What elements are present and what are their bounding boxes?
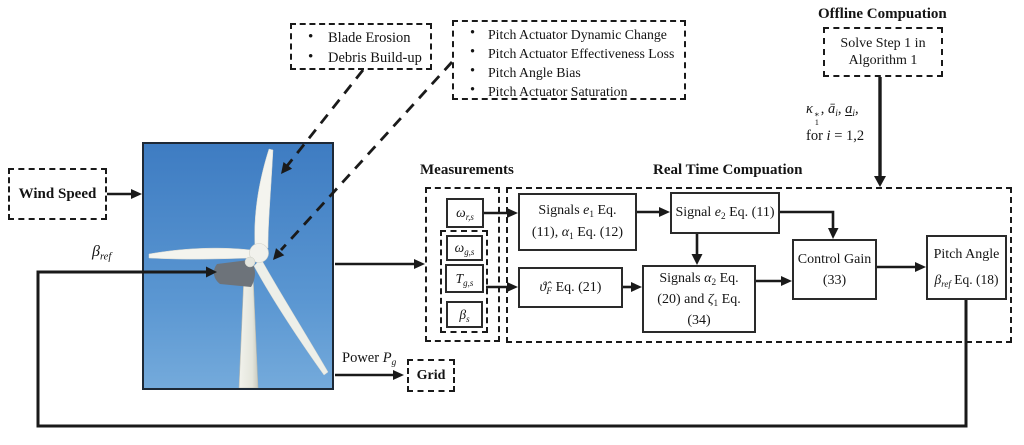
turbine-nose-cone (244, 256, 256, 268)
grid-box: Grid (407, 359, 455, 392)
signal-label: Tg,s (455, 270, 474, 288)
arrow-e2-to-controlgain (780, 210, 835, 228)
dashed-line-pitch-faults (279, 61, 454, 251)
solve-step-box: Solve Step 1 in Algorithm 1 (823, 27, 943, 77)
arrowhead (659, 207, 670, 217)
arrowhead (507, 208, 518, 218)
feedback-line-beta-ref (36, 270, 968, 428)
fault-item: Pitch Actuator Dynamic Change (454, 24, 684, 44)
solve-step-line: Algorithm 1 (848, 53, 918, 68)
box-line: (34) (687, 312, 711, 328)
box-line: (20) and ζ1 Eq. (657, 291, 741, 308)
fault-item: Blade Erosion (292, 27, 430, 48)
beta-ref-label: βref (92, 243, 112, 263)
arrowhead (393, 370, 404, 380)
measurements-header: Measurements (420, 162, 514, 178)
arrowhead-dashed (273, 248, 285, 260)
fault-item: Pitch Actuator Saturation (454, 81, 684, 101)
wind-speed-label: Wind Speed (18, 185, 97, 202)
arrowhead (131, 189, 142, 199)
box-signal-e2: Signal e2 Eq. (11) (670, 192, 780, 234)
arrowhead (414, 259, 425, 269)
box-line: ϑ̂F Eq. (21) (539, 279, 602, 296)
signal-label: ωr,s (456, 205, 474, 222)
arrowhead-dashed (281, 162, 293, 174)
box-line: Signals e1 Eq. (538, 203, 617, 219)
arrowhead (507, 282, 518, 292)
box-t-gs: Tg,s (445, 264, 484, 293)
box-theta-f: ϑ̂F Eq. (21) (518, 267, 623, 308)
box-control-gain: Control Gain (33) (792, 239, 877, 300)
arrowhead (915, 262, 926, 272)
arrowhead (206, 266, 217, 278)
wind-speed-box: Wind Speed (8, 168, 107, 220)
box-line: βref Eq. (18) (934, 272, 999, 290)
realtime-header: Real Time Compuation (653, 162, 803, 178)
arrowhead (828, 228, 839, 239)
box-signals-alpha2: Signals α2 Eq. (20) and ζ1 Eq. (34) (642, 265, 756, 333)
fault-item: Debris Build-up (292, 47, 430, 68)
grid-label: Grid (416, 367, 446, 383)
turbine-blade-up (254, 148, 274, 249)
offline-params-label: κ∗1, āi, ai, for i = 1,2 (806, 100, 864, 146)
power-label: Power Pg (342, 350, 397, 369)
arrowhead (874, 176, 886, 187)
offline-params-line: κ∗1, āi, ai, (806, 101, 859, 127)
offline-header: Offline Compuation (818, 6, 947, 22)
box-pitch-angle: Pitch Angle βref Eq. (18) (926, 235, 1007, 300)
measurements-inner-group (440, 230, 488, 333)
turbine-blade-lower-right (253, 258, 329, 376)
fault-item: Pitch Actuator Effectiveness Loss (454, 43, 684, 63)
box-line: Pitch Angle (933, 246, 1000, 262)
signal-label: βs (459, 306, 470, 324)
box-omega-rs: ωr,s (446, 198, 484, 228)
box-line: Signal e2 Eq. (11) (675, 205, 775, 221)
wind-turbine-illustration (144, 144, 332, 388)
turbine-hub (249, 243, 269, 263)
fault-item: Pitch Angle Bias (454, 62, 684, 82)
box-line: Control Gain (797, 251, 872, 267)
box-signals-e1: Signals e1 Eq. (11), α1 Eq. (12) (518, 193, 637, 251)
wind-turbine-photo (142, 142, 334, 390)
fault-box-pitch: Pitch Actuator Dynamic Change Pitch Actu… (452, 20, 686, 100)
signal-label: ωg,s (454, 240, 475, 257)
arrowhead (631, 282, 642, 292)
arrowhead (691, 254, 703, 265)
box-line: (11), α1 Eq. (12) (531, 225, 624, 241)
box-omega-gs: ωg,s (446, 235, 483, 261)
box-line: (33) (822, 272, 847, 288)
fault-box-blade: Blade Erosion Debris Build-up (290, 23, 432, 70)
measurements-container (425, 187, 500, 342)
arrowhead (781, 276, 792, 286)
box-beta-s: βs (446, 301, 483, 328)
realtime-container (506, 187, 1012, 343)
dashed-line-blade-faults (285, 69, 365, 167)
offline-params-line: for i = 1,2 (806, 128, 865, 145)
box-line: Signals α2 Eq. (659, 270, 739, 287)
solve-step-line: Solve Step 1 in (840, 36, 926, 51)
turbine-nacelle (213, 260, 255, 287)
